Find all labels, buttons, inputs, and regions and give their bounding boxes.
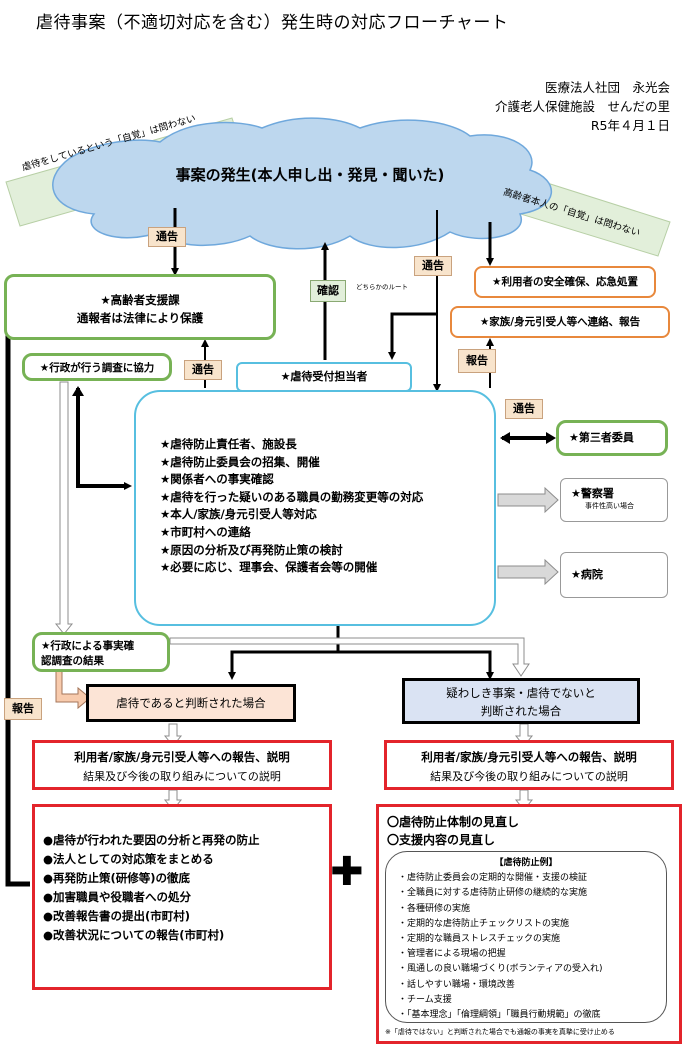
support-title: ★高齢者支援課 [100, 293, 180, 307]
either-route-note: どちらかのルート [356, 283, 408, 291]
action-item: ★本人/家族/身元引受人等対応 [160, 507, 317, 522]
measure-item: ●改善状況についての報告(市町村) [43, 928, 225, 942]
safety-first-aid: ★利用者の安全確保、応急処置 [474, 266, 656, 298]
example-item: ・管理者による現場の把握 [398, 949, 506, 960]
measure-item: ●再発防止策(研修等)の徹底 [43, 871, 191, 885]
family-contact: ★家族/身元引受人等へ連絡、報告 [450, 306, 670, 338]
action-item: ★原因の分析及び再発防止策の検討 [160, 542, 343, 557]
report-tag-side: 報告 [4, 698, 42, 720]
report-right-sub: 結果及び今後の取り組みについての説明 [430, 770, 628, 783]
third-party-committee: ★第三者委員 [556, 420, 668, 456]
report-right-title: 利用者/家族/身元引受人等への報告、説明 [421, 750, 637, 764]
judged-abuse: 虐待であると判断された場合 [86, 684, 296, 722]
measure-item: ●虐待が行われた要因の分析と再発の防止 [43, 833, 260, 847]
report-to-users-right: 利用者/家族/身元引受人等への報告、説明 結果及び今後の取り組みについての説明 [384, 740, 674, 790]
police-name: ★警察署 [571, 487, 614, 500]
judged-not-line2: 判断された場合 [480, 704, 562, 718]
admin-result-line1: ★行政による事実確 [41, 640, 135, 652]
example-title: 【虐待防止例】 [494, 858, 558, 868]
org-name: 医療法人社団 永光会 [544, 80, 670, 95]
action-item: ★虐待を行った疑いのある職員の勤務変更等の対応 [160, 489, 424, 504]
police-station: ★警察署 事件性高い場合 [560, 478, 668, 522]
organization-info: 医療法人社団 永光会 介護老人保健施設 せんだの里 R5年４月１日 [495, 78, 670, 135]
measure-item: ●加害職員や役職者への処分 [43, 890, 192, 904]
action-item: ★虐待防止委員会の招集、開催 [160, 454, 320, 469]
example-item: ・「基本理念」「倫理綱領」「職員行動規範」の徹底 [398, 1010, 601, 1021]
judged-not-line1: 疑わしき事案・虐待でないと [446, 686, 596, 700]
admin-investigation-cooperation: ★行政が行う調査に協力 [22, 353, 172, 381]
prevention-measures: 〇虐待防止体制の見直し 〇支援内容の見直し 【虐待防止例】 ・虐待防止委員会の定… [376, 804, 682, 1044]
incident-occurrence: 事案の発生(本人申し出・発見・聞いた) [175, 166, 445, 184]
example-item: ・全職員に対する虐待防止研修の継続的な実施 [398, 888, 588, 899]
example-item: ・各種研修の実施 [398, 903, 471, 914]
example-item: ・話しやすい職場・環境改善 [398, 979, 515, 990]
action-item: ★関係者への事実確認 [160, 472, 274, 487]
report-tag-top: 通告 [148, 227, 186, 247]
abuse-receiver: ★虐待受付担当者 [236, 362, 412, 392]
report-tag-orange: 報告 [458, 349, 496, 373]
prevention-examples: 【虐待防止例】 ・虐待防止委員会の定期的な開催・支援の検証 ・全職員に対する虐待… [385, 851, 667, 1023]
action-item: ★虐待防止責任者、施設長 [160, 437, 297, 451]
date: R5年４月１日 [590, 118, 670, 133]
main-response-actions: ★虐待防止責任者、施設長 ★虐待防止委員会の招集、開催 ★関係者への事実確認 ★… [134, 390, 496, 626]
example-item: ・風通しの良い職場づくり(ボランティアの受入れ) [398, 964, 603, 975]
example-item: ・定期的な虐待防止チェックリストの実施 [398, 918, 570, 929]
prevention-heading-1: 〇虐待防止体制の見直し [387, 815, 520, 829]
judged-not-abuse: 疑わしき事案・虐待でないと 判断された場合 [402, 678, 640, 724]
report-to-users-left: 利用者/家族/身元引受人等への報告、説明 結果及び今後の取り組みについての説明 [32, 740, 332, 790]
facility-name: 介護老人保健施設 せんだの里 [494, 99, 670, 114]
plus-icon: ✚ [330, 849, 364, 895]
example-item: ・チーム支援 [398, 994, 452, 1005]
support-note: 通報者は法律により保護 [76, 311, 204, 325]
page-title: 虐待事案（不適切対応を含む）発生時の対応フローチャート [36, 13, 509, 33]
measure-item: ●改善報告書の提出(市町村) [43, 909, 191, 923]
report-left-sub: 結果及び今後の取り組みについての説明 [83, 770, 281, 783]
report-tag-mid: 通告 [414, 256, 452, 276]
elderly-support-section: ★高齢者支援課 通報者は法律により保護 [4, 274, 276, 340]
police-note: 事件性高い場合 [585, 502, 634, 510]
example-item: ・定期的な職員ストレスチェックの実施 [398, 934, 561, 945]
admin-investigation-result: ★行政による事実確 認調査の結果 [32, 632, 170, 672]
report-tag-left: 通告 [184, 360, 222, 380]
abuse-measures: ●虐待が行われた要因の分析と再発の防止 ●法人としての対応策をまとめる ●再発防… [32, 804, 332, 990]
confirm-tag: 確認 [310, 280, 346, 302]
hospital: ★病院 [560, 552, 668, 598]
measure-item: ●法人としての対応策をまとめる [43, 852, 214, 866]
action-item: ★必要に応じ、理事会、保護者会等の開催 [160, 560, 378, 575]
admin-result-line2: 認調査の結果 [41, 655, 104, 667]
example-item: ・虐待防止委員会の定期的な開催・支援の検証 [398, 873, 588, 884]
footnote: ※「虐待ではない」と判断された場合でも通報の事実を真摯に受け止める [385, 1028, 615, 1036]
report-left-title: 利用者/家族/身元引受人等への報告、説明 [74, 750, 290, 764]
report-tag-right: 通告 [505, 399, 543, 419]
prevention-heading-2: 〇支援内容の見直し [387, 833, 496, 847]
action-item: ★市町村への連絡 [160, 524, 251, 539]
